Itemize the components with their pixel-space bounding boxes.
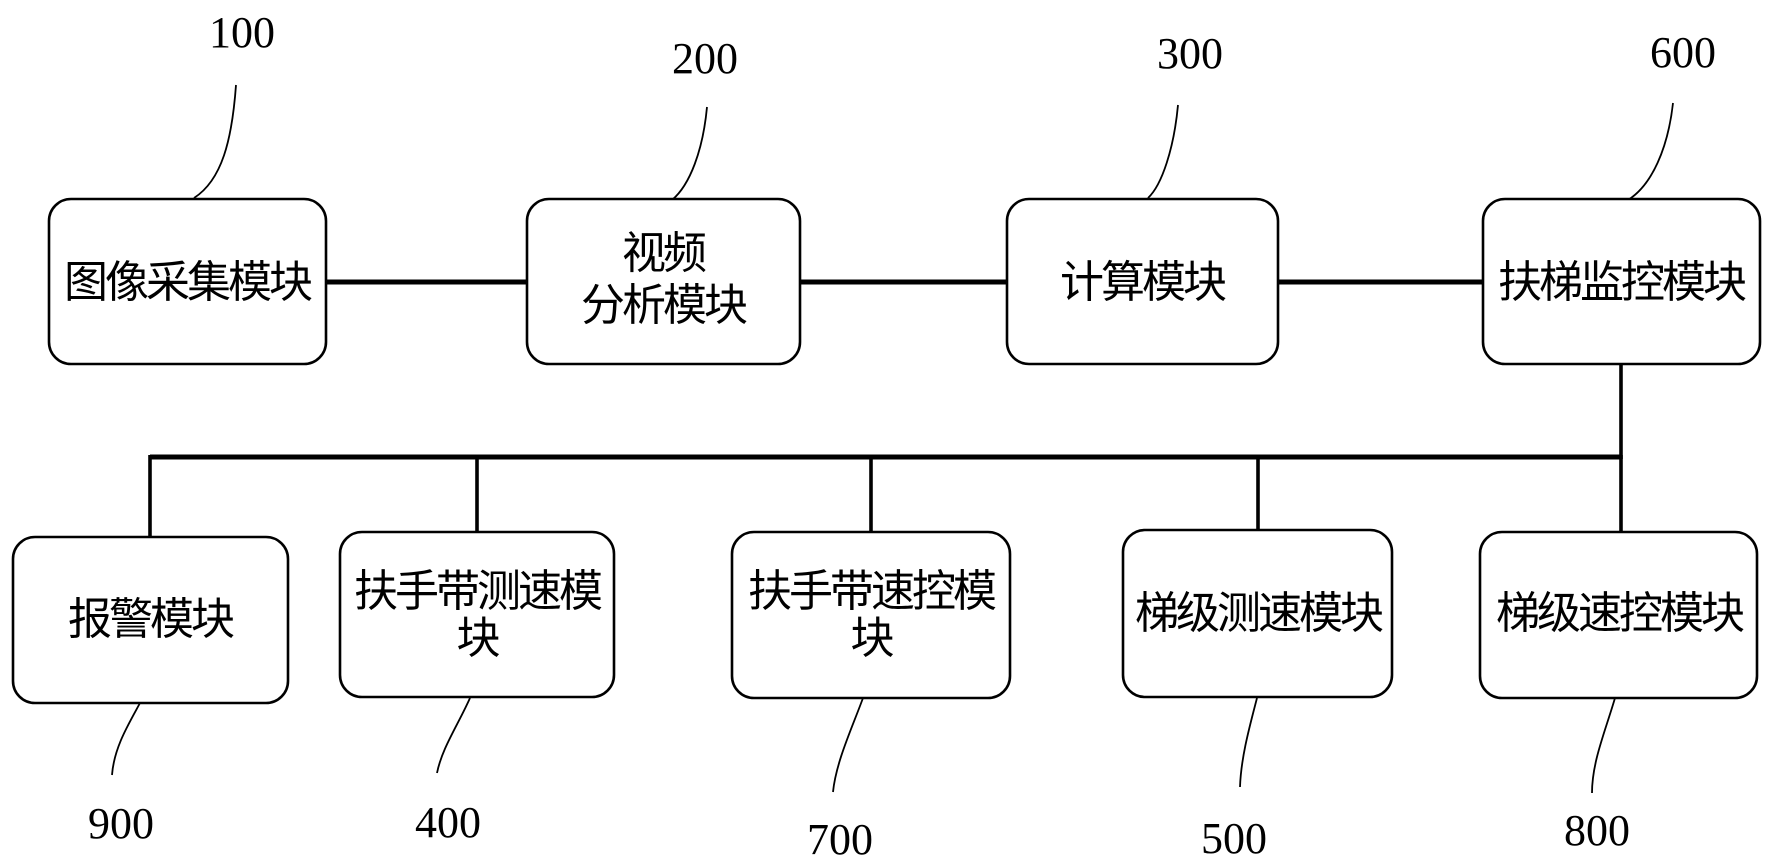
node-box-step-speed-control (1478, 530, 1759, 700)
leader-700 (832, 697, 864, 793)
node-label-step-speed-measure: 梯级测速模块 (1135, 589, 1383, 638)
node-box-escalator-monitor (1481, 197, 1762, 366)
node-label-handrail-speed-control-line2: 块 (851, 614, 894, 663)
ref-label-900: 900 (88, 799, 154, 848)
node-box-handrail-speed-measure (338, 530, 616, 699)
node-label-video-analysis-line2: 分析模块 (581, 281, 747, 330)
leader-600 (1627, 102, 1674, 201)
node-box-video-analysis (525, 197, 802, 366)
node-label-image-capture: 图像采集模块 (64, 258, 312, 307)
ref-label-600: 600 (1650, 28, 1716, 77)
ref-label-200: 200 (672, 34, 738, 83)
ref-label-500: 500 (1201, 814, 1267, 863)
ref-label-700: 700 (807, 815, 873, 864)
node-box-image-capture (47, 197, 328, 366)
node-box-compute (1005, 197, 1280, 366)
node-label-video-analysis-line1: 视频 (622, 229, 706, 278)
node-label-handrail-speed-control-line1: 扶手带速控模 (748, 567, 996, 616)
ref-label-800: 800 (1564, 806, 1630, 855)
node-label-handrail-speed-measure-line1: 扶手带测速模 (354, 567, 602, 616)
ref-label-100: 100 (209, 8, 275, 57)
node-label-step-speed-control: 梯级速控模块 (1496, 589, 1744, 638)
ref-label-400: 400 (415, 798, 481, 847)
leader-400 (436, 697, 471, 774)
leader-500 (1239, 697, 1258, 788)
leader-900 (111, 702, 141, 776)
node-label-compute: 计算模块 (1060, 258, 1226, 307)
node-label-alarm: 报警模块 (68, 595, 234, 644)
leader-800 (1591, 697, 1616, 794)
leader-100 (193, 84, 237, 199)
leader-300 (1147, 104, 1179, 199)
ref-label-300: 300 (1157, 29, 1223, 78)
node-label-handrail-speed-measure-line2: 块 (457, 614, 500, 663)
node-box-step-speed-measure (1121, 528, 1394, 699)
leader-200 (671, 106, 708, 201)
node-box-handrail-speed-control (730, 530, 1012, 700)
node-box-alarm (11, 535, 290, 705)
node-label-escalator-monitor: 扶梯监控模块 (1498, 258, 1746, 307)
